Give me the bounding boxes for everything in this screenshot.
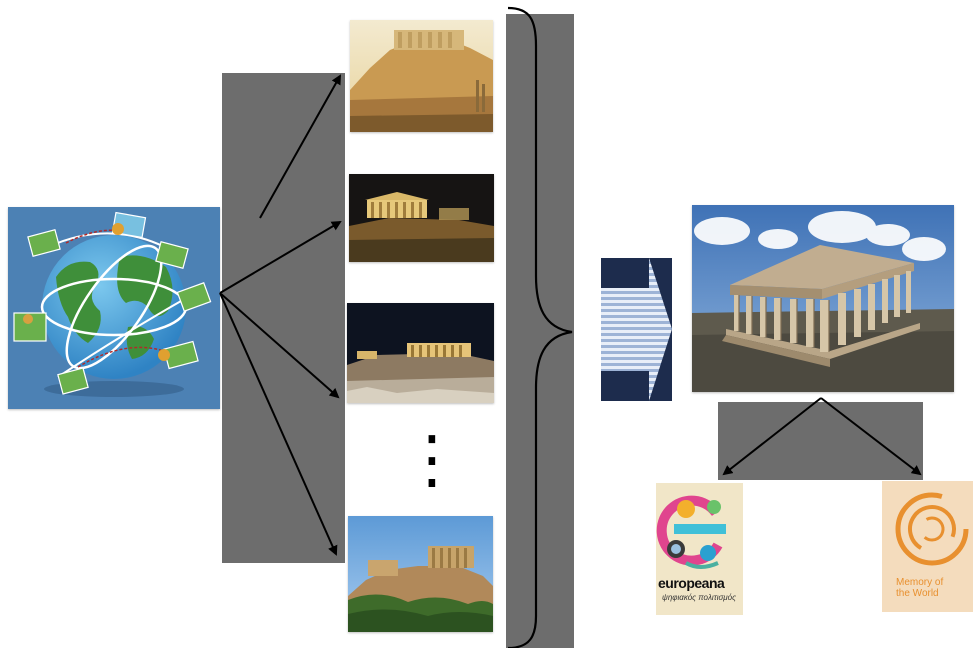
europeana-wordmark: europeana bbox=[658, 575, 725, 591]
europeana-logo: europeana ψηφιακός πολιτισμός bbox=[656, 483, 743, 615]
memory-of-the-world-caption: Memory of the World bbox=[896, 577, 971, 599]
memory-of-the-world-logo: Memory of the World bbox=[882, 481, 973, 612]
left-arrow-panel bbox=[222, 73, 345, 563]
acropolis-night-panorama-photo bbox=[347, 303, 494, 403]
right-curly-brace-icon bbox=[507, 6, 573, 648]
brace-panel bbox=[506, 14, 574, 648]
parthenon-night-photo bbox=[349, 174, 494, 262]
bottom-arrow-panel bbox=[718, 402, 923, 480]
acropolis-hill-day-photo bbox=[348, 516, 493, 632]
striped-arrow-icon bbox=[601, 258, 672, 401]
caption-line-1: Memory of bbox=[896, 577, 944, 588]
globe-photo-sharing-icon bbox=[8, 207, 220, 409]
acropolis-painting-photo bbox=[350, 20, 493, 132]
europeana-tagline: ψηφιακός πολιτισμός bbox=[662, 593, 737, 602]
more-images-ellipsis: ⋮ bbox=[400, 423, 464, 497]
caption-line-2: the World bbox=[896, 588, 939, 599]
parthenon-3d-model-render bbox=[692, 205, 954, 392]
